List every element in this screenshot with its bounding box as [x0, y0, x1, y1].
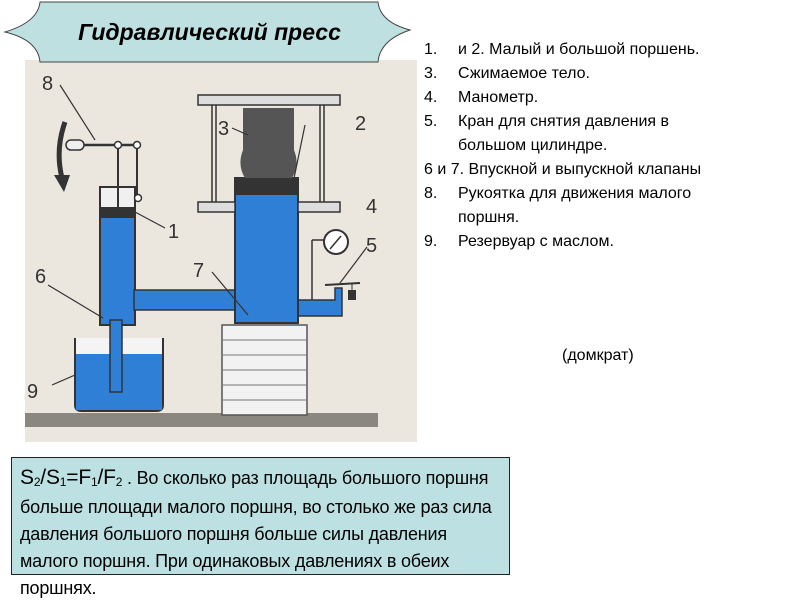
label-3: 3: [218, 118, 229, 140]
press-frame: [197, 94, 341, 213]
title-banner: [3, 1, 412, 63]
label-1: 1: [168, 221, 179, 243]
page-title: Гидравлический пресс: [78, 19, 341, 45]
label-7: 7: [193, 260, 204, 282]
legend-item: большом цилиндре.: [458, 137, 608, 154]
label-2: 2: [355, 113, 366, 135]
legend-item: 9.Резервуар с маслом.: [424, 233, 614, 250]
large-cylinder: [234, 108, 299, 324]
formula: S2/S1=F1/F2: [20, 466, 123, 489]
hydraulic-press-diagram: 8 3 2 4 1 5 6 7 9: [3, 1, 417, 442]
pressure-gauge: [311, 229, 361, 300]
legend-item: 8.Рукоятка для движения малого: [424, 185, 692, 202]
label-9: 9: [27, 381, 38, 403]
legend-item: 3.Сжимаемое тело.: [424, 65, 590, 82]
legend-item: 5.Кран для снятия давления в: [424, 113, 670, 130]
brick-stand: [221, 324, 308, 416]
formula-explanation: S2/S1=F1/F2 . Во сколько раз площадь бол…: [11, 457, 510, 598]
arrow-down-icon: [56, 121, 68, 179]
parts-legend: 1.и 2. Малый и большой поршень. 3.Сжимае…: [424, 38, 794, 254]
small-cylinder: [65, 139, 143, 393]
legend-item: 1.и 2. Малый и большой поршень.: [424, 41, 700, 58]
explanation-text: . Во сколько раз площадь большого поршня…: [20, 468, 492, 598]
legend-item: 6 и 7. Впускной и выпускной клапаны: [424, 161, 702, 178]
legend-item: 4.Манометр.: [424, 89, 539, 106]
legend-item: поршня.: [458, 209, 520, 226]
label-8: 8: [42, 73, 53, 95]
jack-note: (домкрат): [562, 347, 634, 364]
label-5: 5: [366, 235, 377, 257]
label-6: 6: [35, 266, 46, 288]
label-4: 4: [366, 196, 377, 218]
